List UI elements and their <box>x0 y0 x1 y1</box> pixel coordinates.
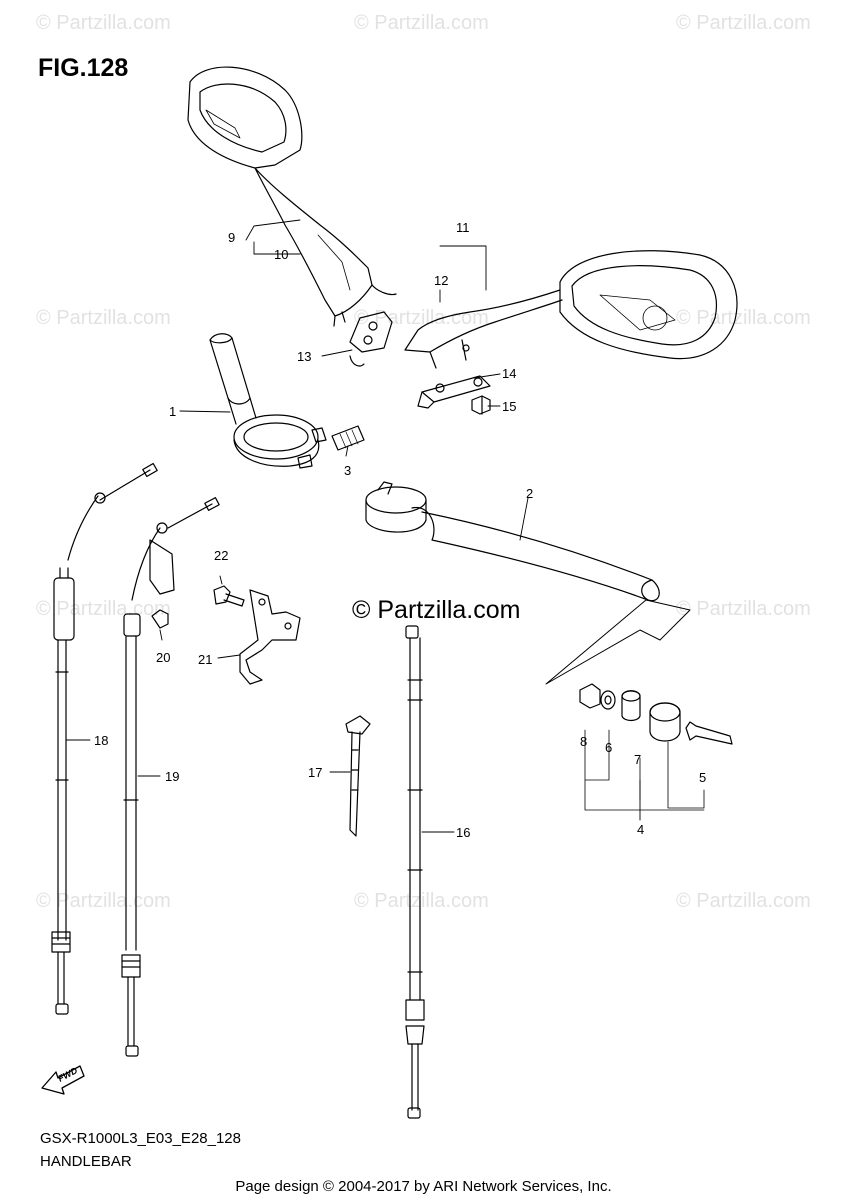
callout-17: 17 <box>308 765 322 780</box>
screw-3 <box>331 425 365 451</box>
callout-22: 22 <box>214 548 228 563</box>
handlebar-balancer-parts <box>579 683 733 745</box>
figure-title: FIG.128 <box>38 54 129 82</box>
callout-19: 19 <box>165 769 179 784</box>
model-code: GSX-R1000L3_E03_E28_128 <box>40 1130 241 1147</box>
watermark: © Partzilla.com <box>676 307 811 329</box>
cable-tie-17 <box>345 715 371 837</box>
watermark: © Partzilla.com <box>36 307 171 329</box>
screw-20 <box>151 609 169 629</box>
throttle-cable-19 <box>121 497 220 1057</box>
callout-1: 1 <box>169 404 176 419</box>
left-mirror <box>187 66 397 327</box>
watermark: © Partzilla.com <box>676 12 811 34</box>
callout-5: 5 <box>699 770 706 785</box>
callout-18: 18 <box>94 733 108 748</box>
callout-2: 2 <box>526 486 533 501</box>
watermark: © Partzilla.com <box>676 890 811 912</box>
watermark: © Partzilla.com <box>36 890 171 912</box>
callout-3: 3 <box>344 463 351 478</box>
callout-leaders <box>65 219 705 833</box>
callout-4: 4 <box>637 822 644 837</box>
callout-20: 20 <box>156 650 170 665</box>
mirror-bracket-14 <box>417 375 491 409</box>
nut-15 <box>471 395 491 415</box>
throttle-grip-1 <box>209 333 327 469</box>
page-footer: Page design © 2004-2017 by ARI Network S… <box>235 1178 612 1195</box>
cable-bracket-21 <box>239 589 301 685</box>
watermark: © Partzilla.com <box>36 12 171 34</box>
callout-12: 12 <box>434 273 448 288</box>
callout-13: 13 <box>297 349 311 364</box>
watermark: © Partzilla.com <box>354 307 489 329</box>
watermark: © Partzilla.com <box>354 12 489 34</box>
throttle-cable-16 <box>405 625 425 1119</box>
center-watermark: © Partzilla.com <box>352 596 521 624</box>
callout-14: 14 <box>502 366 516 381</box>
callout-11: 11 <box>456 220 470 235</box>
right-mirror <box>404 250 738 369</box>
mirror-bracket-13 <box>349 311 393 367</box>
callout-16: 16 <box>456 825 470 840</box>
figure-caption: HANDLEBAR <box>40 1153 132 1170</box>
callout-21: 21 <box>198 652 212 667</box>
callout-6: 6 <box>605 740 612 755</box>
callout-9: 9 <box>228 230 235 245</box>
watermark: © Partzilla.com <box>354 890 489 912</box>
callout-15: 15 <box>502 399 516 414</box>
callout-10: 10 <box>274 247 288 262</box>
handlebar-2 <box>365 481 660 602</box>
bolt-22 <box>213 585 245 607</box>
callout-numbers: 9 10 11 12 13 14 15 1 3 2 22 20 21 18 19… <box>94 220 706 840</box>
watermark: © Partzilla.com <box>676 598 811 620</box>
callout-8: 8 <box>580 734 587 749</box>
callout-7: 7 <box>634 752 641 767</box>
fwd-arrow-icon: FWD <box>41 1065 85 1095</box>
throttle-cable-18 <box>51 462 158 1015</box>
